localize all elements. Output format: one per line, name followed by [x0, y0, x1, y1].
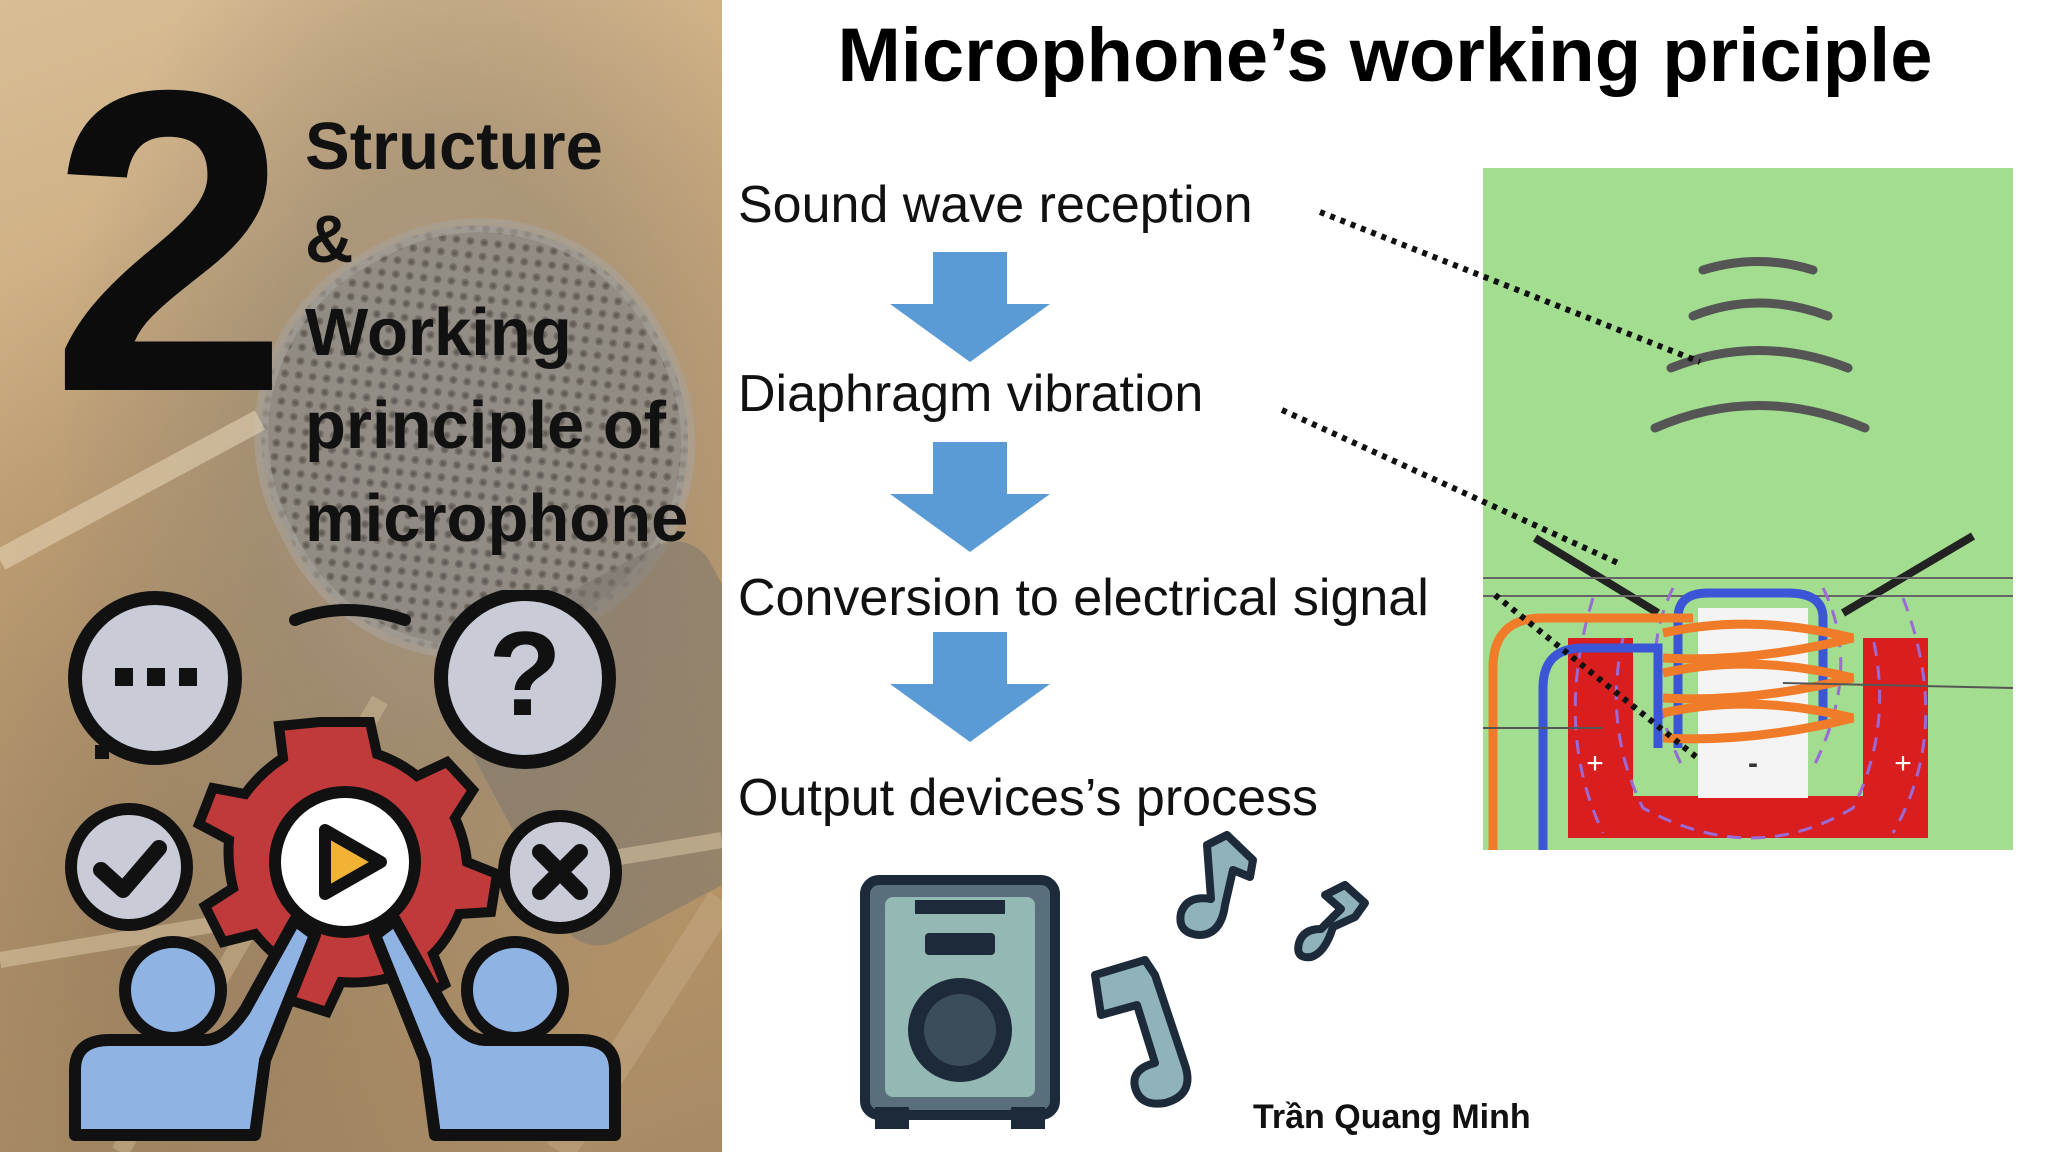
ellipsis-bubble-icon: [68, 591, 242, 765]
down-arrow-icon: [890, 442, 1050, 552]
author-name: Trần Quang Minh: [1253, 1098, 1531, 1136]
heading-line: microphone: [305, 481, 689, 556]
section-heading: Structure & Working principle of microph…: [305, 100, 722, 565]
step-sound-wave-reception: Sound wave reception: [738, 176, 1253, 234]
gear-icon: [192, 717, 503, 1019]
dynamic-microphone-diagram-image: + + -: [1483, 257, 2013, 850]
check-circle-icon: [65, 803, 193, 931]
minus-sign: -: [1748, 747, 1758, 780]
left-panel: 2 Structure & Working principle of micro…: [0, 0, 722, 1152]
speaker-music-notes-icon: [860, 831, 1369, 1129]
music-note-icon: [1294, 881, 1369, 962]
heading-line: principle of: [305, 388, 667, 463]
slide-title: Microphone’s working priciple: [837, 13, 1933, 98]
music-note-icon: [1176, 831, 1257, 939]
step-diaphragm-vibration: Diaphragm vibration: [738, 365, 1204, 423]
heading-line: &: [305, 202, 354, 277]
question-bubble-icon: ?: [434, 590, 616, 769]
person-right-icon: [369, 914, 621, 1141]
person-left-icon: [69, 914, 321, 1141]
plus-sign-left: +: [1586, 747, 1604, 780]
plus-sign-right: +: [1894, 747, 1912, 780]
step-output-devices-process: Output devices’s process: [738, 769, 1318, 827]
heading-line: Structure: [305, 109, 603, 184]
music-note-icon: [1091, 956, 1192, 1108]
heading-line: Working: [305, 295, 572, 370]
down-arrow-icon: [890, 252, 1050, 362]
svg-text:?: ?: [488, 607, 561, 741]
speaker-icon: [860, 875, 1060, 1129]
down-arrow-icon: [890, 632, 1050, 742]
x-circle-icon: [498, 810, 622, 934]
step-conversion-electrical-signal: Conversion to electrical signal: [738, 569, 1429, 627]
section-number: 2: [50, 2, 289, 482]
teamwork-gear-icon: ?: [65, 590, 622, 1141]
microphone-diagram: + + -: [1483, 168, 2013, 850]
